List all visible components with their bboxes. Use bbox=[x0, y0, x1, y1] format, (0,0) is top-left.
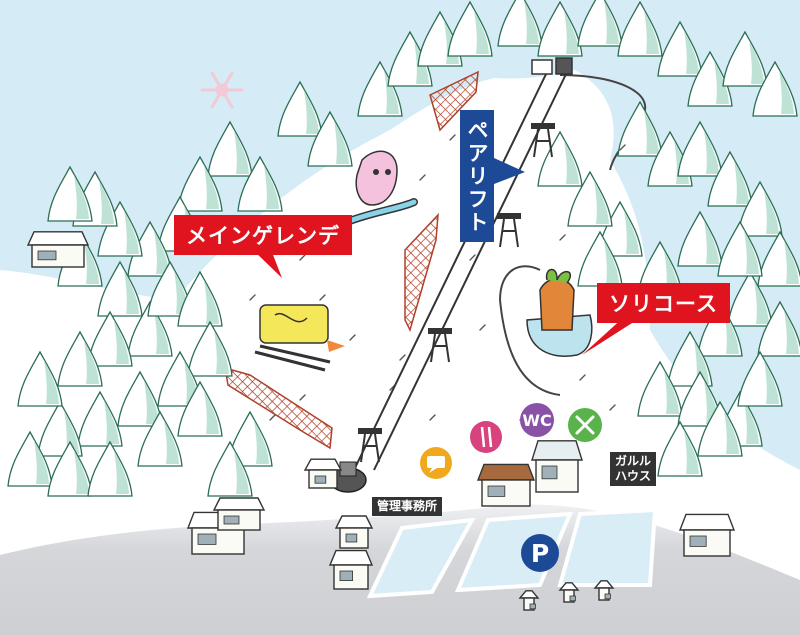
tree bbox=[277, 80, 323, 137]
buildings bbox=[26, 231, 736, 611]
tree bbox=[127, 220, 173, 277]
safety-net bbox=[224, 366, 333, 450]
ski-rental-icon bbox=[470, 421, 502, 453]
house bbox=[334, 515, 374, 549]
tree bbox=[657, 20, 703, 77]
tree bbox=[737, 180, 783, 237]
tree bbox=[757, 230, 800, 287]
tree bbox=[707, 150, 753, 207]
tree bbox=[722, 30, 768, 87]
safety-net bbox=[404, 212, 439, 333]
tree bbox=[87, 440, 133, 497]
lift-tower bbox=[497, 213, 521, 248]
tree bbox=[537, 0, 583, 57]
sled-character bbox=[526, 268, 593, 357]
tree bbox=[717, 220, 763, 277]
lift-towers bbox=[358, 123, 555, 463]
tree bbox=[47, 165, 93, 222]
tree bbox=[727, 270, 773, 327]
pair-lift-label: ペアリフト bbox=[460, 110, 494, 242]
speech-bubble-icon bbox=[420, 447, 452, 479]
tree bbox=[447, 0, 493, 57]
cabin bbox=[26, 231, 90, 268]
main-slope-label: メインゲレンデ bbox=[174, 215, 352, 255]
forest bbox=[7, 0, 800, 497]
tree bbox=[177, 155, 223, 212]
parking-icon-text: P bbox=[531, 539, 549, 568]
tree bbox=[177, 270, 223, 327]
garuru-house-label-line2: ハウス bbox=[615, 469, 652, 483]
tree bbox=[577, 0, 623, 47]
tree bbox=[77, 390, 123, 447]
tree bbox=[7, 430, 53, 487]
signpost bbox=[593, 580, 615, 601]
parking-lot bbox=[366, 517, 476, 599]
tree bbox=[17, 350, 63, 407]
top-lift-station bbox=[531, 57, 573, 75]
tree bbox=[127, 300, 173, 357]
sled-course-label: ソリコース bbox=[597, 283, 730, 323]
tree bbox=[97, 260, 143, 317]
tree bbox=[307, 110, 353, 167]
tree bbox=[187, 320, 233, 377]
tree bbox=[47, 440, 93, 497]
wc-icon: WC bbox=[520, 403, 554, 437]
tree bbox=[687, 50, 733, 107]
house bbox=[328, 549, 374, 590]
parking-lot bbox=[557, 507, 658, 587]
garuru-house bbox=[531, 440, 583, 493]
skier-character bbox=[254, 304, 345, 372]
signpost bbox=[558, 582, 580, 603]
tree bbox=[637, 360, 683, 417]
small-hut bbox=[303, 458, 343, 489]
tree bbox=[497, 0, 543, 47]
tree bbox=[177, 380, 223, 437]
tree bbox=[117, 370, 163, 427]
tree bbox=[617, 0, 663, 57]
lift-tower bbox=[358, 428, 382, 463]
tree bbox=[57, 330, 103, 387]
tree bbox=[677, 120, 723, 177]
tree bbox=[87, 310, 133, 367]
safety-net bbox=[429, 70, 479, 132]
tree bbox=[617, 100, 663, 157]
office-building bbox=[476, 463, 536, 507]
tree bbox=[752, 60, 798, 117]
tree bbox=[657, 420, 703, 477]
house bbox=[212, 497, 266, 531]
signpost bbox=[518, 590, 540, 611]
sled-course-pointer bbox=[582, 316, 643, 355]
pair-lift-pointer bbox=[494, 158, 525, 184]
tree bbox=[237, 155, 283, 212]
lift-tower bbox=[531, 123, 555, 158]
parking-lots bbox=[366, 507, 658, 599]
garuru-house-label: ガルル ハウス bbox=[610, 452, 657, 486]
tree bbox=[677, 210, 723, 267]
tree bbox=[207, 120, 253, 177]
tree bbox=[137, 410, 183, 467]
tree bbox=[737, 350, 783, 407]
tree bbox=[227, 410, 273, 467]
snowflake-icon bbox=[200, 71, 244, 109]
garuru-house-label-line1: ガルル bbox=[615, 454, 652, 468]
tree bbox=[567, 170, 613, 227]
house bbox=[678, 513, 736, 557]
lift-tower bbox=[428, 328, 452, 363]
tree bbox=[207, 440, 253, 497]
tree bbox=[757, 300, 800, 357]
office-label: 管理事務所 bbox=[372, 497, 443, 516]
pair-lift-line bbox=[353, 69, 569, 471]
fork-knife-icon bbox=[568, 408, 602, 442]
parking-icon: P bbox=[521, 534, 559, 572]
wc-icon-text: WC bbox=[522, 411, 551, 430]
snowboarder-character bbox=[343, 150, 418, 226]
tree bbox=[697, 400, 743, 457]
